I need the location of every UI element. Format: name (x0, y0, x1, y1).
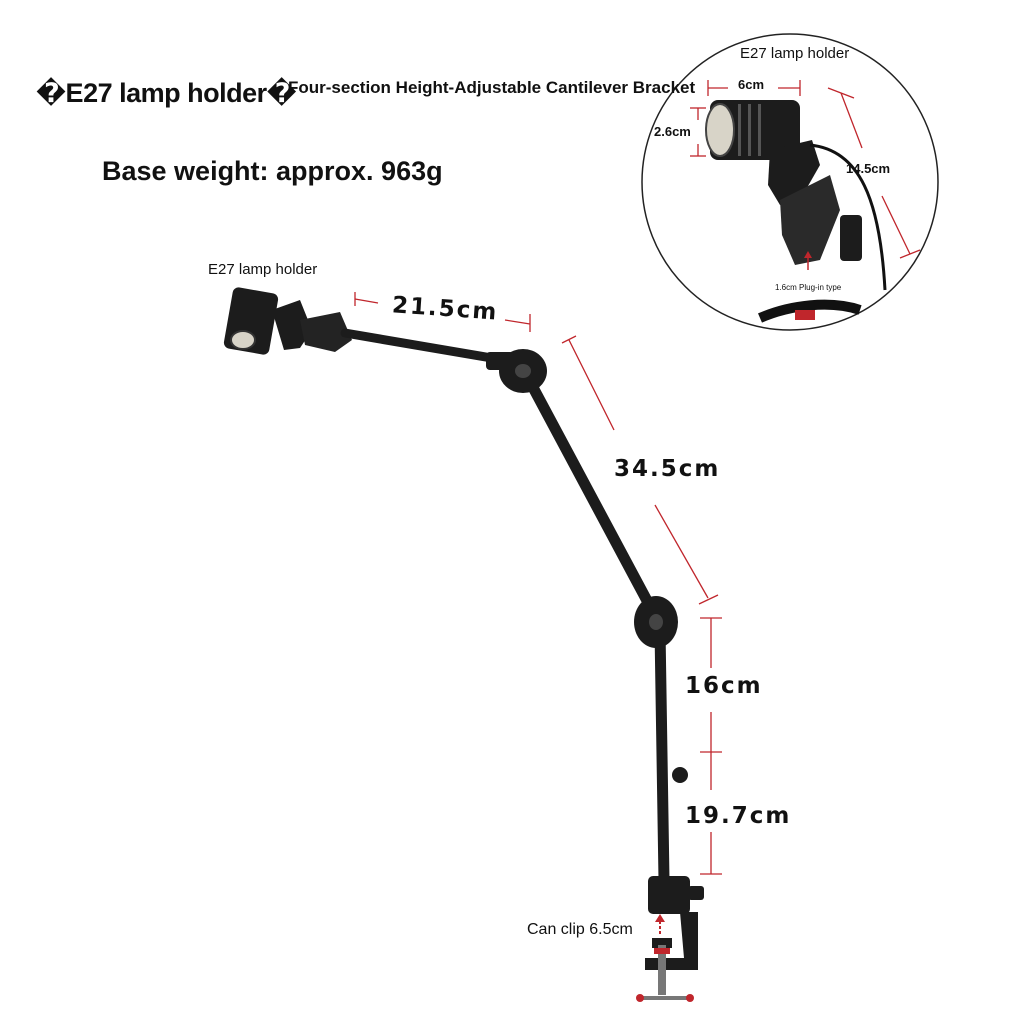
joint-knob-upper (515, 364, 531, 378)
inset-title: E27 lamp holder (740, 45, 850, 62)
dimension-arm-middle: 34.5cm (614, 456, 721, 482)
lamp-holder-label: E27 lamp holder (208, 261, 318, 278)
dimension-pole-lower: 19.7cm (685, 803, 792, 829)
inset-height: 14.5cm (846, 161, 891, 176)
page-subtitle: Four-section Height-Adjustable Cantileve… (288, 78, 696, 97)
dimension-lines (354, 292, 722, 875)
can-clip-label: Can clip 6.5cm (527, 921, 633, 938)
inset-dimension-lines (690, 80, 921, 259)
base-weight-text: Base weight: approx. 963g (102, 156, 443, 186)
inset-lamp-holder (705, 100, 887, 323)
page-title: �E27 lamp holder� (36, 78, 297, 108)
desk-clamp (636, 876, 704, 1002)
lamp-head (223, 287, 352, 355)
inset-neck: 2.6cm (654, 124, 691, 139)
joint-knob-lower (649, 614, 663, 630)
inset-width: 6cm (738, 77, 765, 92)
dimension-pole-upper: 16cm (685, 673, 763, 699)
cantilever-arms (340, 328, 670, 886)
inset-plug-note: 1.6cm Plug-in type (775, 283, 842, 292)
